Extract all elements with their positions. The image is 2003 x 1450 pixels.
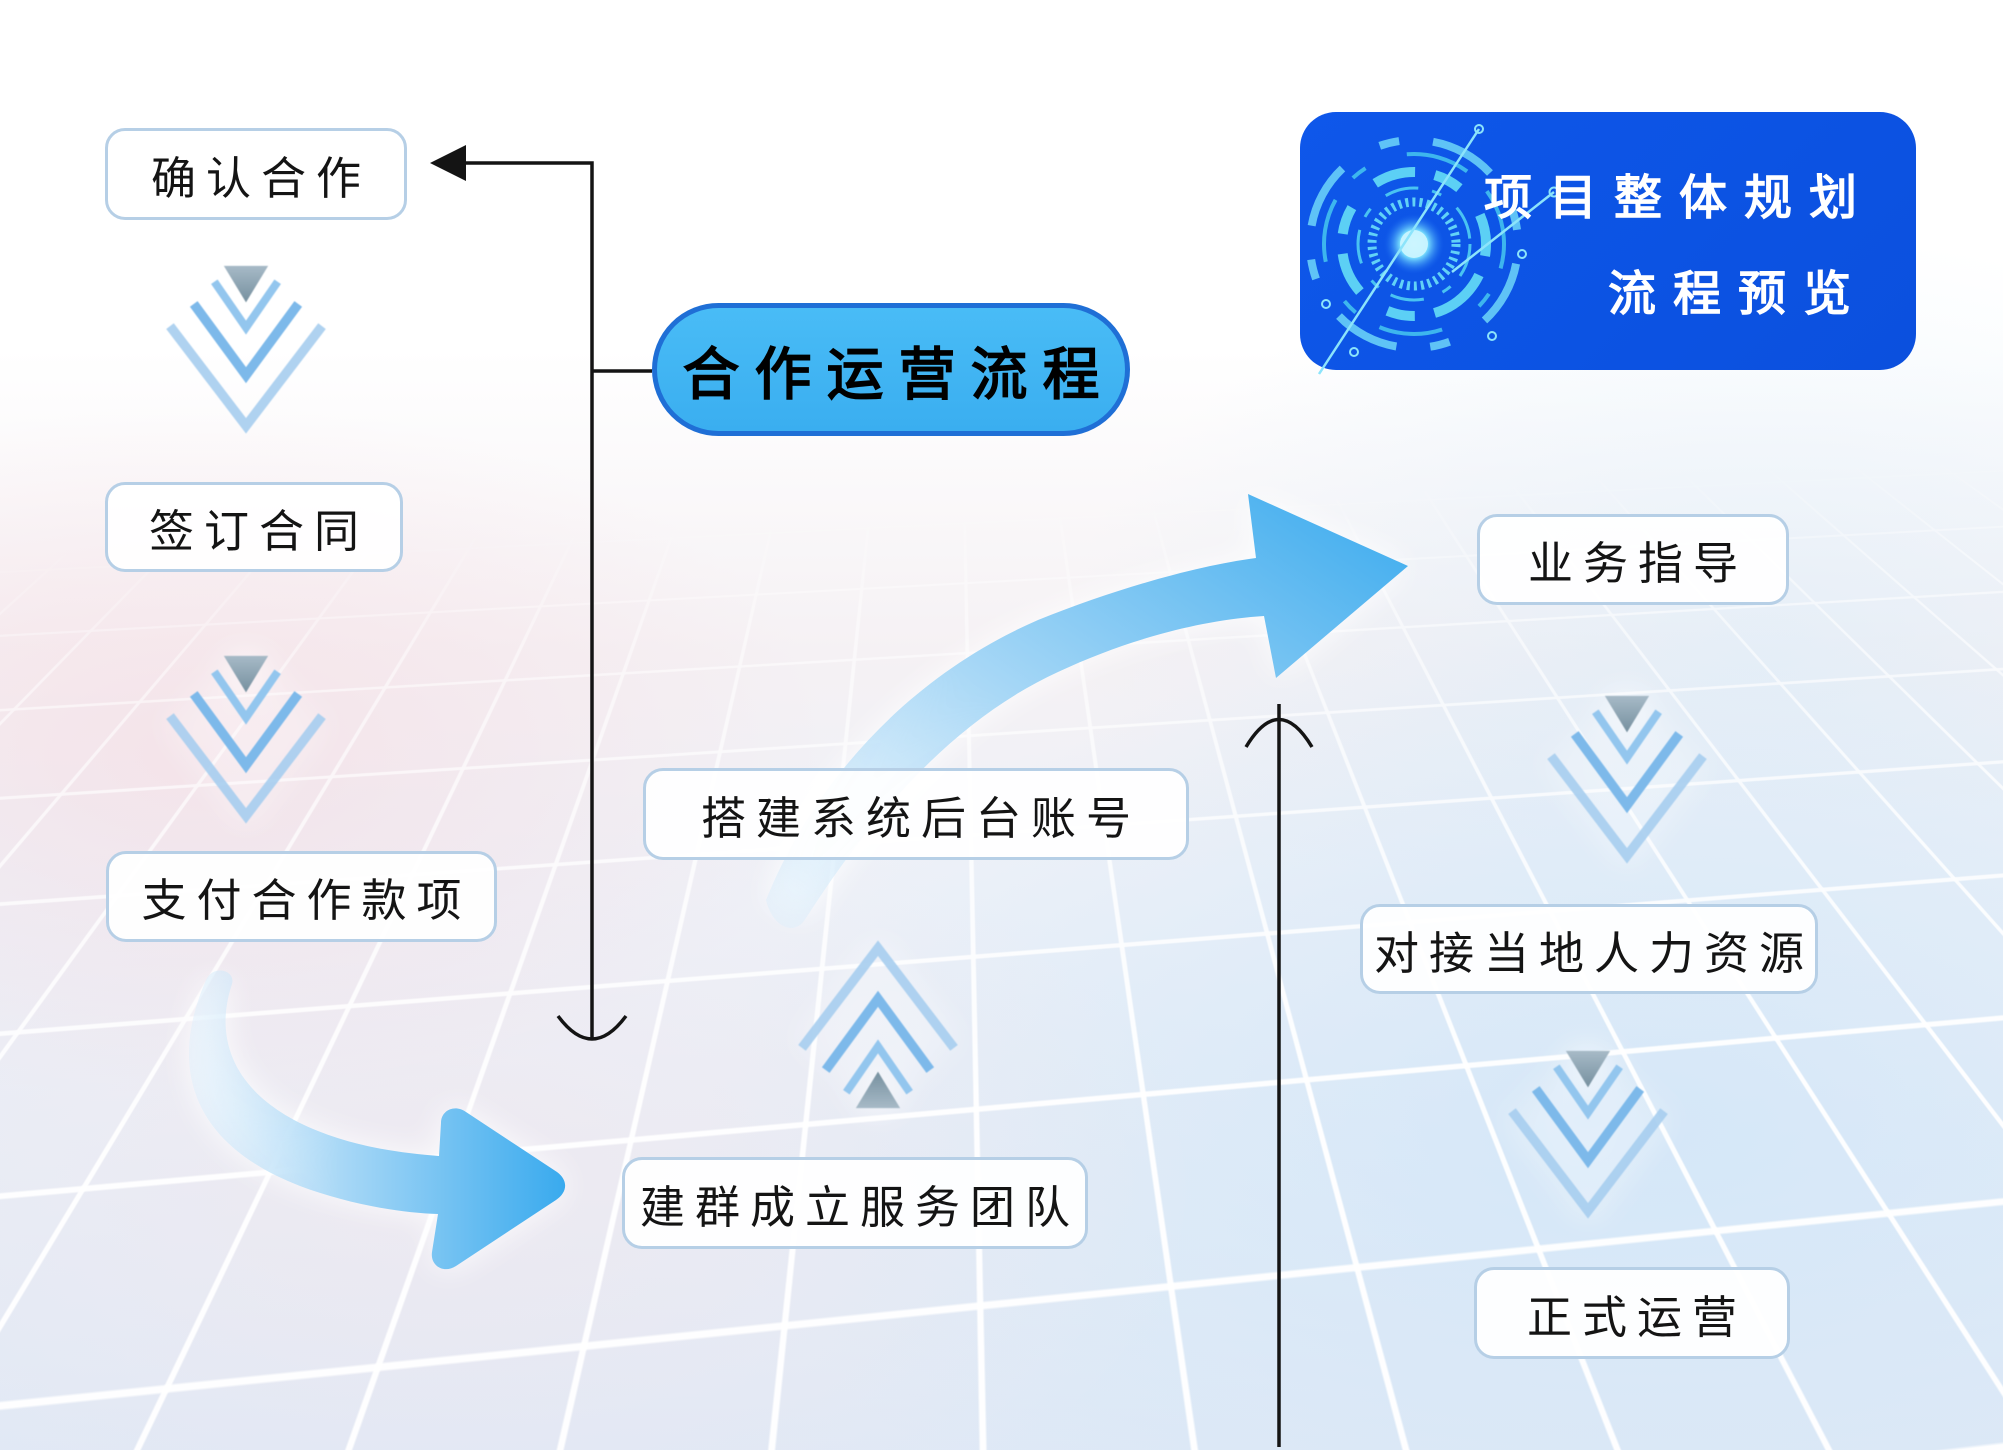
step-label: 签订合同 (148, 505, 369, 557)
title-pill: 合作运营流程 (652, 303, 1130, 436)
step-pay-cooperation-fee: 支付合作款项 (106, 851, 497, 942)
step-confirm-cooperation: 确认合作 (105, 128, 407, 220)
step-label: 对接当地人力资源 (1373, 927, 1814, 979)
step-label: 搭建系统后台账号 (700, 792, 1141, 844)
chevron-down-arrow-icon (1532, 677, 1722, 889)
chevron-down-arrow-icon (1493, 1032, 1683, 1244)
step-label: 建群成立服务团队 (639, 1181, 1080, 1233)
badge-title-line2: 流程预览 (1607, 268, 1868, 321)
badge-text: 项目整体规划 流程预览 (1484, 112, 1874, 370)
step-label: 业务指导 (1527, 538, 1748, 589)
step-official-operation: 正式运营 (1474, 1267, 1790, 1359)
badge-title-line1: 项目整体规划 (1483, 172, 1874, 225)
tech-circle-icon (1306, 124, 1560, 375)
step-business-guidance: 业务指导 (1477, 514, 1789, 605)
step-create-service-team: 建群成立服务团队 (622, 1157, 1088, 1249)
step-label: 确认合作 (150, 152, 371, 204)
step-label: 支付合作款项 (141, 875, 472, 926)
header-badge: 项目整体规划 流程预览 (1300, 112, 1916, 375)
page-title: 合作运营流程 (682, 342, 1115, 407)
chevron-down-arrow-icon (151, 247, 341, 459)
step-label: 正式运营 (1526, 1291, 1747, 1343)
chevron-up-arrow-icon (783, 915, 973, 1127)
chevron-down-arrow-icon (151, 637, 341, 849)
step-setup-backend-account: 搭建系统后台账号 (643, 768, 1189, 860)
step-sign-contract: 签订合同 (105, 482, 403, 572)
step-local-hr: 对接当地人力资源 (1360, 904, 1818, 994)
